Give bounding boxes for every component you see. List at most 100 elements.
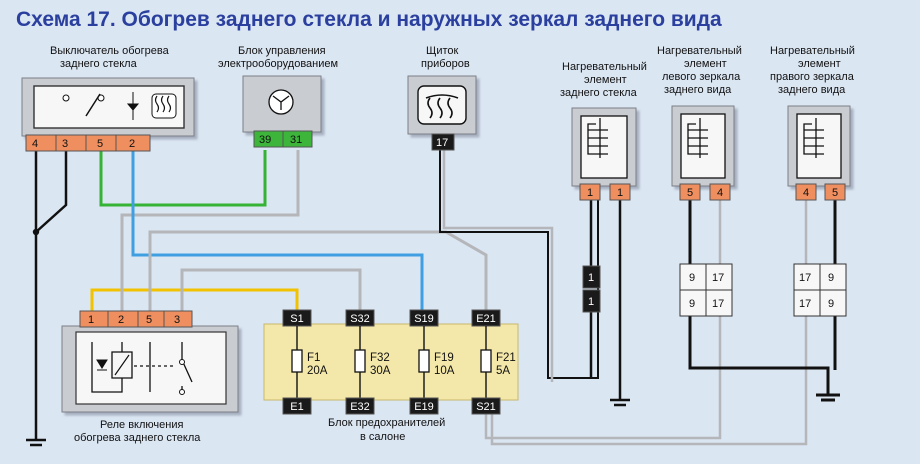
right-mirror-connector: 4 5	[795, 183, 846, 201]
wire-gray-relay5	[148, 230, 488, 312]
fuse-bottom-label: E1	[290, 401, 303, 413]
fuse-name: F32	[370, 352, 390, 364]
svg-text:17: 17	[712, 272, 724, 284]
rear-heater-label-2: элемент	[584, 74, 627, 86]
fuse-name: F1	[307, 352, 320, 364]
svg-text:3: 3	[174, 314, 180, 326]
svg-text:5: 5	[146, 314, 152, 326]
left-mirror-label-4: заднего вида	[664, 84, 732, 96]
instrument-cluster[interactable]: Щиток приборов	[407, 45, 477, 135]
svg-text:9: 9	[689, 272, 695, 284]
left-mirror-heater[interactable]: Нагревательный элемент левого зеркала за…	[657, 45, 742, 187]
svg-text:4: 4	[717, 187, 723, 199]
svg-text:5: 5	[687, 187, 693, 199]
right-mirror-label-4: заднего вида	[778, 84, 846, 96]
control-unit-label-2: электрооборудованием	[218, 58, 338, 70]
fuse-bottom-label: S21	[476, 401, 496, 413]
svg-text:1: 1	[587, 187, 593, 199]
control-unit-label-1: Блок управления	[238, 45, 326, 57]
fuse-name: F19	[434, 352, 454, 364]
fuse-top-label: S1	[290, 313, 303, 325]
fuse-rating: 20A	[307, 365, 328, 377]
switch-connector: 4 3 5 2	[25, 134, 151, 152]
wire-rear-legs	[589, 200, 630, 407]
svg-text:4: 4	[803, 187, 809, 199]
fuse-element-icon	[418, 349, 430, 373]
fuse-top-label: S32	[350, 313, 370, 325]
left-mirror-label-1: Нагревательный	[657, 45, 742, 57]
rear-window-switch[interactable]: Выключатель обогрева заднего стекла	[21, 45, 195, 137]
left-mirror-label-2: элемент	[684, 58, 727, 70]
switch-label-1: Выключатель обогрева	[50, 45, 170, 57]
wire-cluster	[439, 150, 599, 379]
fuse-bottom-terminal	[409, 397, 439, 415]
fuse-element-icon	[354, 349, 366, 373]
fuse-element-icon	[480, 349, 492, 373]
svg-text:1: 1	[617, 187, 623, 199]
left-inline-connector: 9 17 9 17	[679, 263, 733, 317]
fuse-rating: 10A	[434, 365, 455, 377]
cluster-label-1: Щиток	[426, 45, 458, 57]
svg-text:9: 9	[828, 272, 834, 284]
wire-green	[99, 150, 267, 207]
svg-text:1: 1	[588, 296, 594, 308]
fuse-bottom-terminal	[345, 397, 375, 415]
right-mirror-label-3: правого зеркала	[770, 71, 855, 83]
svg-text:9: 9	[689, 298, 695, 310]
rear-glass-heater[interactable]: Нагревательный элемент заднего стекла	[560, 61, 647, 187]
wire-ground-left	[26, 150, 68, 447]
control-unit[interactable]: Блок управления электрооборудованием	[218, 45, 338, 133]
wire-s21-b	[490, 200, 808, 446]
wire-yellow	[90, 288, 299, 312]
relay-label-2: обогрева заднего стекла	[74, 432, 201, 444]
svg-text:3: 3	[62, 138, 68, 150]
svg-text:1: 1	[88, 314, 94, 326]
junction-dot	[32, 228, 40, 236]
wire-blue	[131, 150, 424, 310]
fuse-block[interactable]: Блок предохранителей в салоне	[263, 323, 519, 443]
right-mirror-heater[interactable]: Нагревательный элемент правого зеркала з…	[770, 45, 855, 187]
svg-text:5: 5	[832, 187, 838, 199]
diagram-title: Схема 17. Обогрев заднего стекла и наруж…	[16, 8, 722, 31]
right-mirror-label-1: Нагревательный	[770, 45, 855, 57]
svg-text:2: 2	[129, 138, 135, 150]
heater-warning-icon	[417, 85, 467, 125]
switch-contact	[62, 94, 70, 102]
fuse-bottom-label: E19	[414, 401, 434, 413]
svg-text:17: 17	[799, 272, 811, 284]
relay[interactable]: Реле включения обогрева заднего стекла	[61, 325, 239, 444]
fuse-bottom-label: E32	[350, 401, 370, 413]
cluster-connector: 17	[431, 133, 455, 151]
fuse-top-label: S19	[414, 313, 434, 325]
wire-gray-relay3	[180, 268, 362, 312]
svg-text:17: 17	[712, 298, 724, 310]
svg-text:17: 17	[799, 298, 811, 310]
rear-heater-connector: 1 1	[579, 183, 631, 201]
relay-label-1: Реле включения	[100, 419, 183, 431]
control-unit-connector: 39 31	[253, 130, 313, 148]
fuse-rating: 30A	[370, 365, 391, 377]
svg-text:31: 31	[290, 134, 302, 146]
svg-text:17: 17	[436, 137, 448, 149]
wire-s21	[484, 200, 722, 440]
wire-cluster-b	[442, 150, 554, 382]
right-inline-connector: 17 9 17 9	[793, 263, 847, 317]
wire-gray-cu	[120, 150, 300, 312]
svg-text:39: 39	[259, 134, 271, 146]
left-mirror-connector: 5 4	[679, 183, 731, 201]
fuse-block-label-1: Блок предохранителей	[328, 417, 445, 429]
svg-text:9: 9	[828, 298, 834, 310]
fuse-rating: 5A	[496, 365, 510, 377]
svg-text:4: 4	[32, 138, 38, 150]
svg-text:1: 1	[588, 272, 594, 284]
svg-text:2: 2	[118, 314, 124, 326]
fuse-bottom-terminal	[471, 397, 501, 415]
left-mirror-label-3: левого зеркала	[662, 71, 741, 83]
cluster-label-2: приборов	[421, 58, 470, 70]
